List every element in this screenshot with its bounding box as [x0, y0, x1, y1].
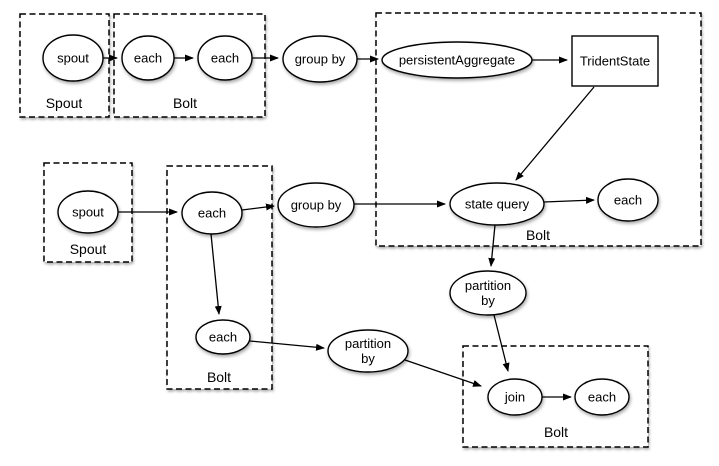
node-spout-mid: spout — [57, 190, 119, 234]
container-spout-mid-label: Spout — [70, 241, 107, 257]
node-partition-by-right-label-line2: by — [481, 293, 495, 308]
node-spout-top: spout — [42, 34, 104, 82]
node-trident-state-label: TridentState — [580, 54, 650, 69]
edge-each-mid1-to-each-mid2 — [210, 233, 222, 315]
edge-tridentstate-to-statequery — [515, 86, 595, 181]
node-state-query: state query — [449, 182, 545, 226]
node-spout-top-shape — [42, 34, 104, 82]
edge-partitionby-right-to-join — [493, 314, 510, 372]
node-each-top-1-label: each — [134, 51, 162, 66]
node-trident-state-shape — [571, 35, 659, 87]
node-each-top-2-shape — [197, 35, 253, 81]
node-each-bottom: each — [574, 378, 630, 416]
node-each-top-1: each — [121, 35, 175, 81]
node-each-state-shape — [597, 178, 659, 222]
node-each-mid-2-label: each — [209, 330, 237, 345]
node-partition-by-right-label-line1: partition — [465, 278, 511, 293]
edge-each-mid1-to-groupby-mid — [241, 203, 275, 211]
node-persistent-aggregate: persistentAggregate — [381, 41, 533, 79]
node-persistent-aggregate-label: persistentAggregate — [399, 53, 515, 68]
node-persistent-aggregate-shape — [381, 41, 533, 79]
node-partition-by-right-shape — [449, 270, 527, 316]
container-bolt-mid-label: Bolt — [207, 369, 231, 385]
node-each-top-1-shape — [121, 35, 175, 81]
node-each-mid-1-shape — [181, 191, 243, 235]
node-group-by-top-label: group by — [295, 52, 346, 67]
node-join-shape — [487, 378, 543, 416]
container-bolt-bottom-label: Bolt — [544, 424, 568, 440]
node-group-by-mid-label: group by — [291, 198, 342, 213]
node-spout-mid-shape — [57, 190, 119, 234]
node-each-mid-1-label: each — [198, 206, 226, 221]
node-group-by-top-shape — [282, 35, 358, 83]
node-partition-by-left-label-line2: by — [361, 351, 375, 366]
node-group-by-mid: group by — [277, 182, 355, 228]
node-partition-by-right: partition by — [449, 270, 527, 316]
node-spout-mid-label: spout — [72, 205, 104, 220]
node-each-mid-2-shape — [195, 319, 251, 355]
node-spout-top-label: spout — [57, 51, 89, 66]
container-spout-top-label: Spout — [46, 95, 83, 111]
node-each-mid-1: each — [181, 191, 243, 235]
node-each-mid-2: each — [195, 319, 251, 355]
node-state-query-shape — [449, 182, 545, 226]
node-each-top-2-label: each — [211, 51, 239, 66]
node-partition-by-left-label-line1: partition — [345, 336, 391, 351]
node-join: join — [487, 378, 543, 416]
container-bolt-top-label: Bolt — [173, 95, 197, 111]
node-partition-by-left-shape — [327, 329, 409, 373]
edge-partitionby-left-to-join — [404, 359, 482, 387]
node-each-state: each — [597, 178, 659, 222]
edge-statequery-to-partitionby-right — [488, 224, 496, 267]
node-each-bottom-shape — [574, 378, 630, 416]
node-each-state-label: each — [614, 193, 642, 208]
node-group-by-top: group by — [282, 35, 358, 83]
node-each-bottom-label: each — [588, 390, 616, 405]
node-group-by-mid-shape — [277, 182, 355, 228]
container-bolt-right-label: Bolt — [526, 227, 550, 243]
node-join-label: join — [504, 390, 525, 405]
edge-statequery-to-each-state — [543, 196, 595, 204]
node-trident-state: TridentState — [571, 35, 659, 87]
node-partition-by-left: partition by — [327, 329, 409, 373]
edge-each-mid2-to-partitionby-left — [249, 340, 325, 351]
node-state-query-label: state query — [465, 197, 530, 212]
node-each-top-2: each — [197, 35, 253, 81]
